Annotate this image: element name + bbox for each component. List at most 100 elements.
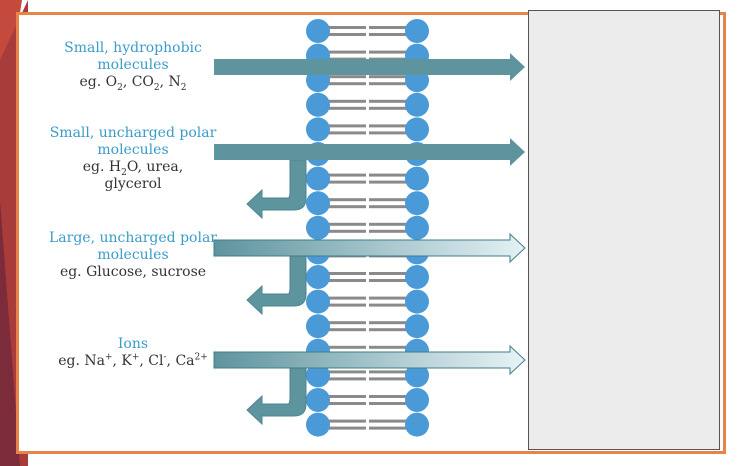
lipid-tail [369,33,407,36]
crossing-arrow [214,53,525,81]
crossing-arrow [214,138,525,166]
crossing-arrow [213,232,526,264]
group-example: eg. Na+, K+, Cl-, Ca2+ [58,352,208,369]
lipid-tail [328,370,366,374]
lipid-tail [328,395,366,398]
lipid-tail [328,99,366,103]
lipid-tail [328,205,366,209]
group-label-hydrophobic: Small, hydrophobic molecules eg. O2, CO2… [44,40,222,93]
lipid-head [306,388,330,412]
lipid-tail [328,279,366,282]
lipid-head [405,117,429,142]
group-example-line2: glycerol [104,176,162,192]
lipid-tail [328,303,366,307]
group-example: eg. Glucose, sucrose [59,264,207,280]
lipid-tail [328,222,366,226]
blank-panel [528,10,720,450]
lipid-head [405,166,429,191]
lipid-tail [328,321,366,325]
lipid-tail [369,75,407,79]
lipid-tail [328,26,366,29]
lipid-head [405,215,429,240]
group-example: eg. O2, CO2, N2 [79,74,187,93]
lipid-head [405,314,429,339]
lipid-tail [328,124,366,128]
lipid-tail [328,82,366,86]
lipid-head [306,19,330,43]
lipid-tail [369,345,407,349]
group-label-small-polar: Small, uncharged polar molecules eg. H2O… [44,125,222,193]
arrows [213,53,526,426]
lipid-tail [369,303,407,307]
lipid-head [405,412,429,437]
lipid-head [306,92,330,117]
lipid-tail [369,222,407,226]
reflected-arrow [246,159,307,220]
lipid-tail [328,426,366,430]
lipid-tail [369,124,407,128]
lipid-bilayer [306,19,429,437]
lipid-tail [369,395,407,398]
lipid-tail [369,296,407,300]
lipid-tail [369,426,407,430]
lipid-tail [328,180,366,184]
lipid-tail [369,82,407,86]
lipid-tail [328,377,366,381]
lipid-head [405,265,429,289]
lipid-tail [328,419,366,423]
lipid-tail [369,321,407,325]
group-title: Ions [117,336,149,352]
lipid-tail [369,180,407,184]
lipid-tail [328,198,366,202]
lipid-tail [328,50,366,54]
reflected-arrow [246,255,307,316]
lipid-tail [369,26,407,29]
group-label-large-polar: Large, uncharged polar molecules eg. Glu… [44,230,222,281]
lipid-tail [328,345,366,349]
lipid-tail [328,131,366,135]
lipid-head [405,92,429,117]
group-example: eg. H2O, urea, [82,159,184,178]
lipid-tail [369,198,407,202]
lipid-tail [369,50,407,54]
lipid-tail [328,328,366,332]
lipid-tail [369,402,407,405]
crossing-arrow [213,344,526,376]
lipid-tail [328,75,366,79]
lipid-head [405,289,429,314]
group-title: Small, hydrophobic molecules [64,40,202,73]
lipid-head [405,388,429,412]
lipid-head [306,215,330,240]
lipid-tail [328,296,366,300]
lipid-tail [328,402,366,405]
lipid-head [306,412,330,437]
lipid-tail [328,229,366,233]
lipid-head [405,191,429,216]
lipid-head [306,314,330,339]
lipid-tail [369,131,407,135]
lipid-tail [369,272,407,275]
lipid-head [405,363,429,388]
lipid-tail [328,173,366,177]
lipid-head [306,191,330,216]
lipid-tail [369,328,407,332]
lipid-tail [328,106,366,110]
lipid-tail [369,370,407,374]
lipid-tail [328,272,366,275]
lipid-tail [369,106,407,110]
group-title: Small, uncharged polar molecules [49,125,217,158]
lipid-head [306,265,330,289]
lipid-head [306,363,330,388]
lipid-tail [369,377,407,381]
lipid-head [306,166,330,191]
lipid-head [405,19,429,43]
lipid-head [306,117,330,142]
group-title: Large, uncharged polar molecules [49,230,217,263]
reflected-arrow [246,365,307,426]
lipid-tail [369,419,407,423]
lipid-head [306,289,330,314]
lipid-tail [369,99,407,103]
lipid-tail [328,33,366,36]
lipid-tail [369,173,407,177]
